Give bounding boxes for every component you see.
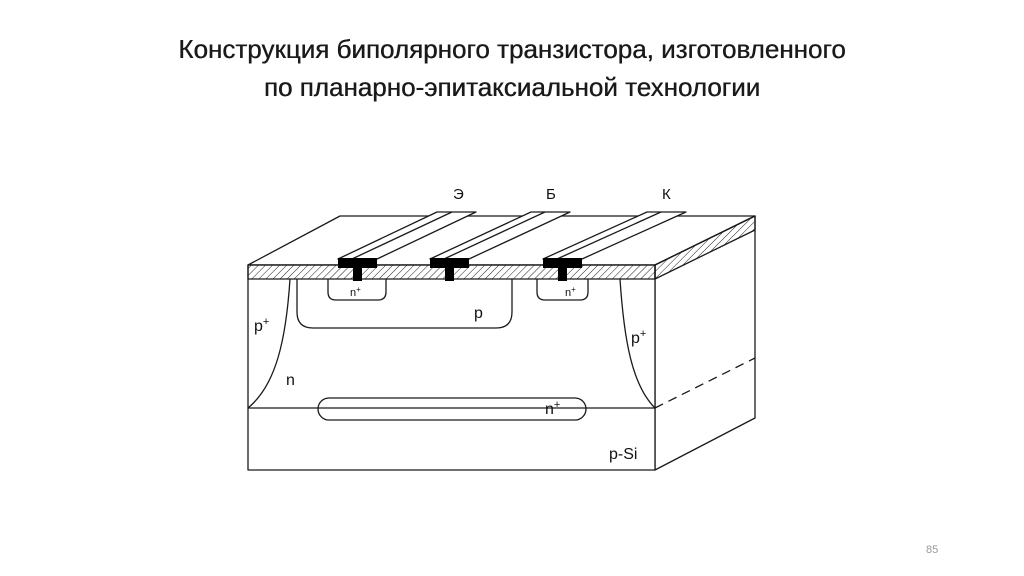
buried-layer-label: n+ bbox=[545, 399, 560, 418]
buried-layer-region bbox=[317, 397, 587, 421]
base-contact bbox=[430, 258, 469, 281]
collector-n-plus-region bbox=[536, 279, 589, 301]
emitter-n-plus-region bbox=[327, 279, 387, 301]
isolation-left-label: p+ bbox=[254, 316, 269, 335]
base-region-label: p bbox=[474, 305, 483, 322]
page-number: 85 bbox=[926, 544, 939, 556]
title-line-1: Конструкция биполярного транзистора, изг… bbox=[178, 34, 846, 64]
base-p-region bbox=[296, 279, 513, 329]
slide-title: Конструкция биполярного транзистора, изг… bbox=[0, 30, 1024, 106]
isolation-right-boundary bbox=[619, 278, 656, 409]
epi-layer-label: n bbox=[286, 372, 295, 389]
title-line-2: по планарно-эпитаксиальной технологии bbox=[263, 72, 761, 102]
terminal-emitter-label: Э bbox=[453, 186, 464, 203]
emitter-contact bbox=[338, 258, 377, 281]
oxide-layer-side bbox=[654, 215, 756, 280]
isolation-left-boundary bbox=[247, 278, 291, 409]
isolation-right-label: p+ bbox=[631, 328, 646, 347]
collector-contact-region-label: n+ bbox=[565, 285, 576, 299]
emitter-region-label: n+ bbox=[350, 285, 361, 299]
substrate-interface-hidden bbox=[654, 357, 756, 409]
block-front-face bbox=[247, 264, 656, 471]
terminal-base-label: Б bbox=[546, 186, 556, 203]
substrate-label: p-Si bbox=[609, 446, 637, 463]
collector-contact bbox=[543, 258, 582, 281]
terminal-collector-label: К bbox=[662, 186, 671, 203]
